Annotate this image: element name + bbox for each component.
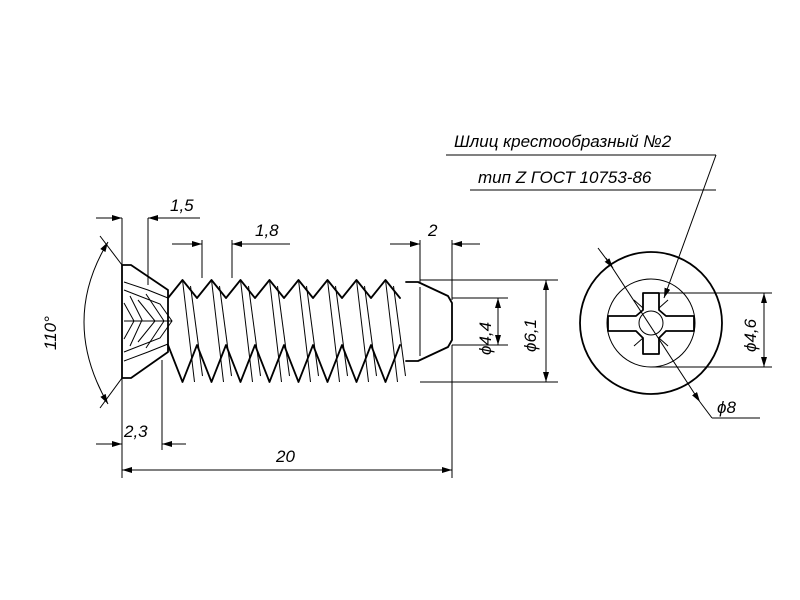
thread-flank-line — [240, 279, 253, 383]
dim-outer-diameter: ϕ6,1 — [420, 279, 558, 383]
thread-crest-top — [167, 279, 401, 299]
screw-side-view — [121, 264, 453, 383]
screw-end-view — [579, 251, 723, 395]
dim-recess-diameter: ϕ4,6 — [651, 292, 772, 368]
thread-flank-line — [356, 279, 369, 383]
thread-flank-line — [248, 285, 261, 377]
slot-note: Шлиц крестообразный №2 тип Z ГОСТ 10753-… — [446, 132, 717, 299]
dim-thread-pitch-text: 1,8 — [255, 221, 279, 240]
thread-flank-line — [211, 279, 224, 383]
dim-overall-length-text: 20 — [275, 447, 295, 466]
dim-overall-length: 20 — [122, 345, 453, 478]
thread-flanks — [182, 279, 406, 383]
screw-tip — [405, 281, 453, 362]
thread-flank-line — [393, 285, 406, 377]
thread-flank-line — [364, 285, 377, 377]
dim-head-angle: 110° — [41, 235, 123, 409]
thread-flank-line — [219, 285, 232, 377]
thread-flank-line — [335, 285, 348, 377]
thread-flank-line — [385, 279, 398, 383]
dim-head-angle-text: 110° — [41, 316, 60, 350]
thread-flank-line — [277, 285, 290, 377]
dim-recess-diameter-text: ϕ4,6 — [741, 318, 760, 352]
thread-flank-line — [298, 279, 311, 383]
dim-tip-length: 2 — [390, 221, 480, 300]
thread-flank-line — [269, 279, 282, 383]
dim-head-height-text: 1,5 — [170, 196, 194, 215]
dim-head-diameter-text: ϕ8 — [717, 398, 736, 417]
cross-ribs — [633, 299, 669, 347]
dim-tip-length-text: 2 — [427, 221, 438, 240]
dim-inner-diameter-text: ϕ4,4 — [476, 322, 495, 355]
thread-flank-line — [327, 279, 340, 383]
thread-flank-line — [306, 285, 319, 377]
dimensions: 1,5 1,8 2 110° — [41, 196, 772, 478]
thread-crest-bottom — [167, 344, 401, 383]
dim-inner-diameter: ϕ4,4 — [452, 297, 508, 355]
cross-slot — [607, 292, 695, 355]
thread-flank-line — [182, 279, 195, 383]
note-line-1: Шлиц крестообразный №2 — [454, 132, 672, 151]
dim-head-diameter: ϕ8 — [597, 247, 760, 419]
dim-thread-pitch: 1,8 — [172, 221, 290, 278]
thread-flank-line — [190, 285, 203, 377]
cross-center — [638, 310, 664, 336]
cross-recess-side — [123, 281, 173, 362]
dim-countersink-depth: 2,3 — [96, 360, 186, 478]
dim-outer-diameter-text: ϕ6,1 — [521, 319, 540, 352]
note-line-2: тип Z ГОСТ 10753-86 — [478, 168, 652, 187]
head-circle — [579, 251, 723, 395]
dim-head-height: 1,5 — [96, 196, 200, 285]
dim-countersink-depth-text: 2,3 — [123, 422, 148, 441]
